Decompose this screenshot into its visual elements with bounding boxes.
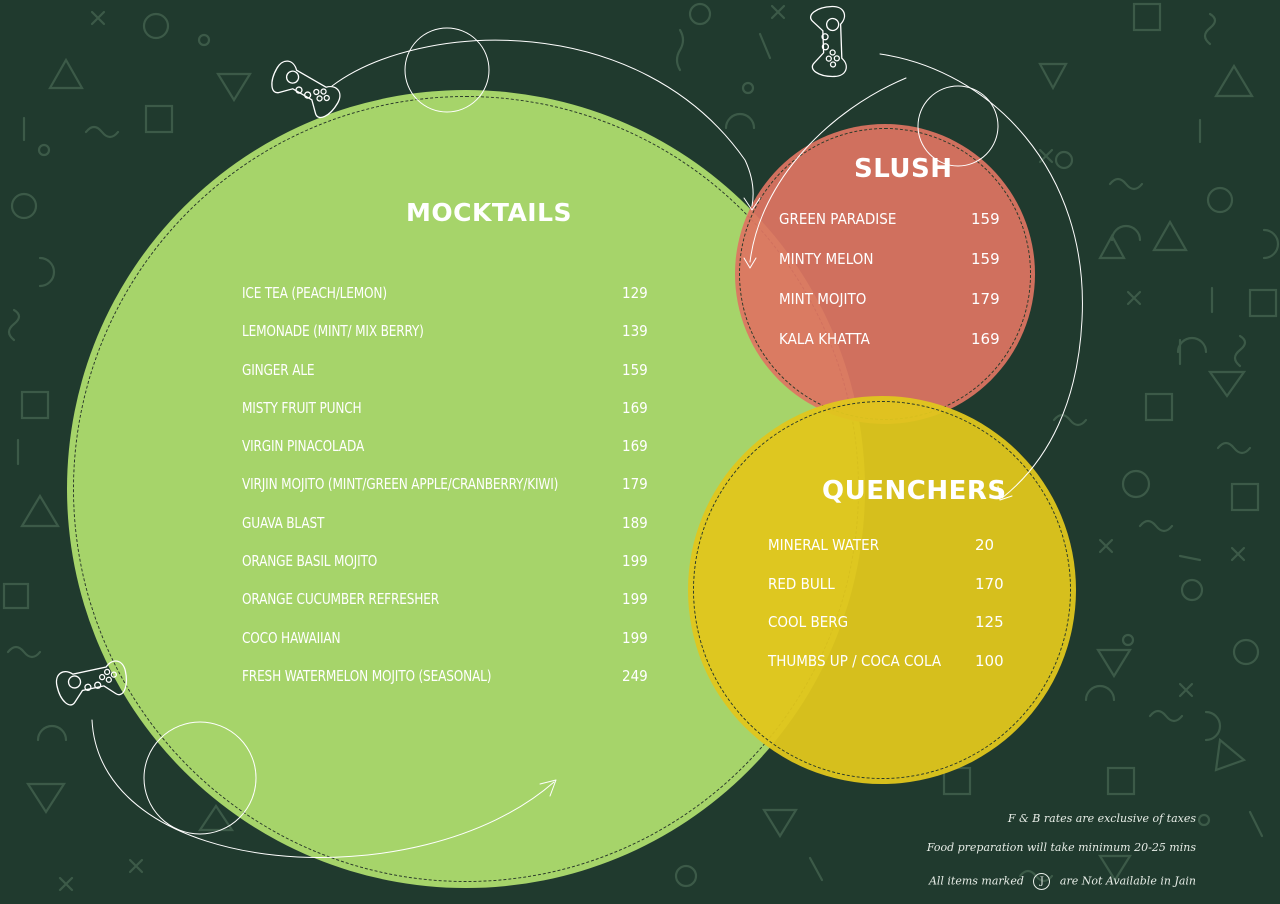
menu-item-price: 159 xyxy=(971,250,1000,268)
menu-item-name: LEMONADE (MINT/ MIX BERRY) xyxy=(242,322,424,341)
note-jain-prefix: All items marked xyxy=(928,874,1024,888)
menu-item-price: 159 xyxy=(971,210,1000,228)
menu-item-price: 169 xyxy=(971,330,1000,348)
note-jain-suffix: are Not Available in Jain xyxy=(1059,874,1196,888)
menu-item-price: 170 xyxy=(975,574,1004,593)
menu-item-name: MINT MOJITO xyxy=(779,290,867,308)
menu-item: ORANGE BASIL MOJITO 199 xyxy=(242,552,662,590)
menu-item: THUMBS UP / COCA COLA 100 xyxy=(768,652,1008,691)
slush-title: SLUSH xyxy=(854,154,953,184)
menu-item: LEMONADE (MINT/ MIX BERRY) 139 xyxy=(242,322,662,360)
menu-item: GREEN PARADISE 159 xyxy=(779,210,1009,250)
menu-item: KALA KHATTA 169 xyxy=(779,330,1009,370)
note-prep: Food preparation will take minimum 20-25… xyxy=(926,841,1196,854)
menu-item-price: 199 xyxy=(622,552,648,571)
menu-item-name: KALA KHATTA xyxy=(779,330,870,348)
menu-item-price: 159 xyxy=(622,360,648,379)
menu-item-price: 169 xyxy=(622,437,648,456)
menu-item: VIRGIN PINACOLADA 169 xyxy=(242,437,662,475)
menu-item: COOL BERG 125 xyxy=(768,613,1008,652)
menu-item: ORANGE CUCUMBER REFRESHER 199 xyxy=(242,590,662,628)
menu-item-name: GREEN PARADISE xyxy=(779,210,897,228)
note-jain: All items marked J are Not Available in … xyxy=(929,873,1196,890)
menu-item-price: 100 xyxy=(975,651,1004,670)
menu-item: MISTY FRUIT PUNCH 169 xyxy=(242,399,662,437)
menu-item-name: MISTY FRUIT PUNCH xyxy=(242,398,362,417)
menu-item-price: 189 xyxy=(622,513,648,532)
menu-item-name: FRESH WATERMELON MOJITO (SEASONAL) xyxy=(242,666,492,685)
menu-item-name: THUMBS UP / COCA COLA xyxy=(768,651,942,670)
menu-item-name: GINGER ALE xyxy=(242,360,315,379)
menu-item: GUAVA BLAST 189 xyxy=(242,514,662,552)
jain-mark-icon: J xyxy=(1033,873,1051,890)
menu-item-name: ORANGE CUCUMBER REFRESHER xyxy=(242,590,439,609)
menu-item-price: 20 xyxy=(975,536,995,554)
menu-item: COCO HAWAIIAN 199 xyxy=(242,629,662,667)
menu-item-name: VIRJIN MOJITO (MINT/GREEN APPLE/CRANBERR… xyxy=(242,475,559,494)
menu-item-name: COCO HAWAIIAN xyxy=(242,628,341,647)
menu-item: GINGER ALE 159 xyxy=(242,361,662,399)
menu-item-price: 169 xyxy=(622,398,648,417)
quenchers-title: QUENCHERS xyxy=(822,476,1007,506)
menu-item-name: ORANGE BASIL MOJITO xyxy=(242,552,378,571)
menu-item-price: 179 xyxy=(971,290,1000,308)
mocktails-title: MOCKTAILS xyxy=(406,198,573,227)
menu-item-name: RED BULL xyxy=(768,574,835,593)
menu-item-name: MINERAL WATER xyxy=(768,536,880,554)
menu-item: RED BULL 170 xyxy=(768,575,1008,614)
menu-item: VIRJIN MOJITO (MINT/GREEN APPLE/CRANBERR… xyxy=(242,475,662,513)
menu-item-name: ICE TEA (PEACH/LEMON) xyxy=(242,284,387,302)
menu-item-name: GUAVA BLAST xyxy=(242,513,325,532)
menu-item-name: MINTY MELON xyxy=(779,250,874,268)
menu-item-name: VIRGIN PINACOLADA xyxy=(242,437,365,456)
menu-item: ICE TEA (PEACH/LEMON) 129 xyxy=(242,284,662,322)
menu-item-price: 249 xyxy=(622,666,648,685)
menu-item: FRESH WATERMELON MOJITO (SEASONAL) 249 xyxy=(242,667,662,705)
menu-item-price: 199 xyxy=(622,590,648,609)
menu-item: MINT MOJITO 179 xyxy=(779,290,1009,330)
menu-item-price: 199 xyxy=(622,628,648,647)
menu-item-price: 139 xyxy=(622,322,648,341)
menu-item-name: COOL BERG xyxy=(768,613,849,631)
note-taxes: F & B rates are exclusive of taxes xyxy=(1007,812,1196,825)
menu-item-price: 129 xyxy=(622,284,648,302)
menu-item-price: 125 xyxy=(975,613,1004,631)
menu-item: MINERAL WATER 20 xyxy=(768,536,1008,575)
menu-item: MINTY MELON 159 xyxy=(779,250,1009,290)
menu-item-price: 179 xyxy=(622,475,648,494)
